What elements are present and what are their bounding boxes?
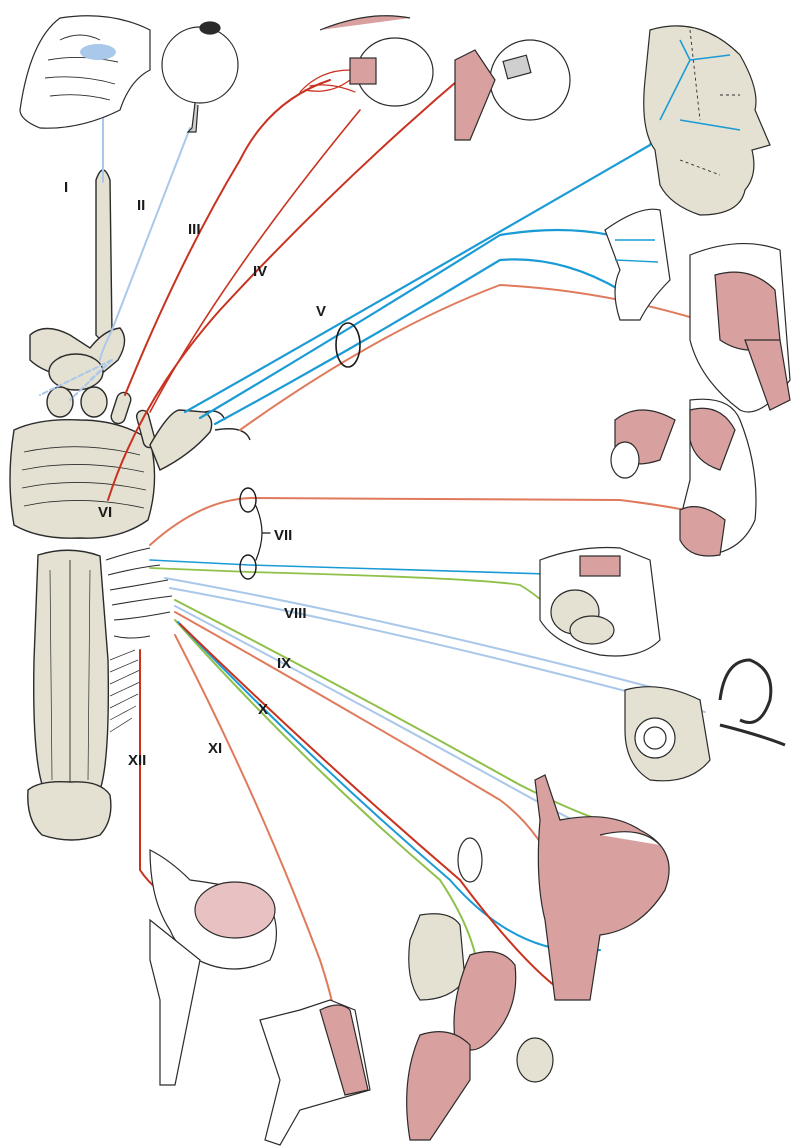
nerve-VII-parasympathetic: [150, 568, 560, 620]
label-nerve-XII: XII: [128, 752, 146, 769]
nerve-VII-bracket: [256, 506, 270, 560]
label-nerve-III: III: [188, 221, 201, 238]
label-nerve-IV: IV: [253, 263, 267, 280]
nerve-V-maxillary: [200, 230, 640, 418]
nerve-II-path: [100, 128, 190, 360]
eye-trochlear-icon: [455, 40, 570, 140]
nerve-IX-blue: [175, 606, 600, 832]
mammillary-left: [47, 387, 73, 417]
eyeball-icon: [162, 22, 238, 132]
olfactory-tract: [96, 170, 112, 340]
label-nerve-V: V: [316, 303, 326, 320]
tongue-icon: [150, 850, 276, 1085]
spinal-cord: [28, 782, 111, 840]
nerve-VII-sensory: [150, 560, 580, 575]
neck-muscle-icon: [260, 1000, 370, 1145]
jaw-muscle-icon: [690, 244, 790, 412]
eye-muscle-icon: [320, 16, 433, 106]
nerve-VII-ring-upper: [240, 488, 256, 512]
label-nerve-I: I: [64, 179, 68, 196]
nerve-VII-motor: [150, 498, 720, 545]
label-nerve-II: II: [137, 197, 145, 214]
palate-icon: [605, 209, 670, 320]
nerve-IV-path: [150, 110, 360, 412]
viscera-icon: [407, 914, 553, 1140]
mammillary-right: [81, 387, 107, 417]
nerve-VII-ring-lower: [240, 555, 256, 579]
nasal-cavity-icon: [20, 16, 150, 128]
cochlea-icon: [625, 660, 785, 781]
medulla: [34, 550, 109, 800]
nerve-V-mandibular: [215, 259, 640, 424]
label-nerve-VII: VII: [274, 527, 292, 544]
gland-icon: [540, 548, 660, 657]
label-nerve-X: X: [258, 701, 268, 718]
nerve-IX-red: [175, 612, 560, 880]
pituitary: [49, 354, 103, 390]
label-nerve-VIII: VIII: [284, 605, 307, 622]
label-nerve-IX: IX: [277, 655, 291, 672]
label-nerve-VI: VI: [98, 504, 112, 521]
face-muscle-icon: [611, 399, 756, 556]
face-icon: [644, 26, 770, 215]
label-nerve-XI: XI: [208, 740, 222, 757]
